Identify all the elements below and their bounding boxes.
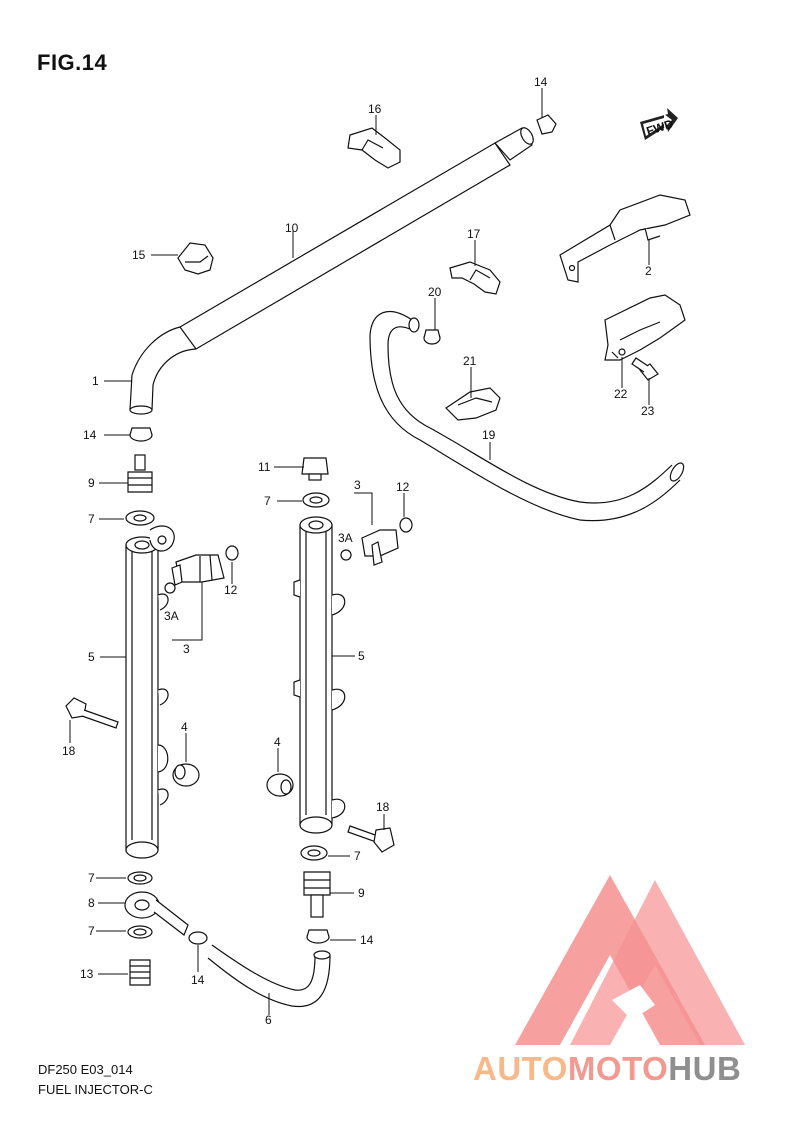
callout-14-left: 14 [83, 428, 97, 442]
callout-23: 23 [641, 404, 655, 418]
injector-3-left [164, 545, 239, 594]
callout-12-right: 12 [396, 480, 410, 494]
clip-14-bottom-left [188, 931, 208, 945]
clamp-16 [347, 127, 401, 169]
callout-5-right: 5 [358, 649, 365, 663]
fitting-11 [301, 457, 329, 481]
callout-11: 11 [258, 460, 271, 474]
callout-18-right: 18 [376, 800, 390, 814]
bolt-13 [129, 959, 151, 986]
banjo-8 [124, 891, 189, 936]
figure-code: DF250 E03_014 [38, 1062, 133, 1077]
watermark-logo [515, 875, 745, 1045]
callout-7-b: 7 [264, 494, 271, 508]
callout-8: 8 [88, 896, 95, 910]
callout-7-e: 7 [88, 924, 95, 938]
callout-12-left: 12 [224, 583, 238, 597]
figure-name: FUEL INJECTOR-C [38, 1082, 153, 1097]
clip-14-bottom-right [306, 929, 330, 944]
washer-7-a [125, 510, 155, 526]
bracket-22 [604, 294, 686, 361]
bolt-23 [631, 357, 659, 381]
callout-3-right: 3 [354, 478, 361, 492]
callout-4-right: 4 [274, 735, 281, 749]
washer-7-d [127, 871, 153, 885]
callout-2: 2 [645, 264, 652, 278]
bolt-18-left [65, 697, 119, 729]
grommet-4-left [172, 763, 200, 787]
callout-3A-right: 3A [338, 531, 353, 545]
fitting-9-bottom [303, 871, 331, 918]
callout-labels: 1 2 3 3 3A 3A 4 4 5 5 6 7 7 7 7 7 8 9 9 … [62, 75, 655, 1027]
clip-14-top [536, 114, 557, 135]
clamp-21 [445, 387, 501, 421]
callout-15: 15 [132, 248, 146, 262]
bolt-18-right [347, 825, 395, 853]
callout-1: 1 [92, 374, 99, 388]
clamp-17 [449, 261, 501, 295]
clip-14-left [129, 427, 153, 442]
watermark-hub: HUB [668, 1050, 741, 1087]
watermark-auto: AUTO [473, 1050, 568, 1087]
callout-20: 20 [428, 285, 442, 299]
figure-title: FIG.14 [37, 50, 108, 75]
fuel-rail-5-right [293, 516, 346, 834]
callout-7-a: 7 [88, 512, 95, 526]
callout-14-bottom-left: 14 [191, 973, 205, 987]
watermark-text: AUTOMOTOHUB [473, 1050, 741, 1087]
injector-3-right [340, 517, 413, 566]
callout-14-bottom-right: 14 [360, 933, 374, 947]
fitting-9-top [127, 454, 153, 493]
callout-19: 19 [482, 428, 496, 442]
callout-5-left: 5 [88, 650, 95, 664]
callout-7-c: 7 [354, 849, 361, 863]
callout-21: 21 [463, 354, 477, 368]
leader-lines [69, 88, 650, 1015]
callout-6: 6 [265, 1013, 272, 1027]
callout-7-d: 7 [88, 871, 95, 885]
washer-7-b [302, 492, 330, 508]
callout-14-top: 14 [534, 75, 548, 89]
callout-13: 13 [80, 967, 94, 981]
bracket-2 [559, 194, 691, 283]
callout-4-left: 4 [181, 720, 188, 734]
hose-19 [369, 311, 685, 522]
watermark-moto: MOTO [568, 1050, 668, 1087]
fuel-rail-5-left [125, 525, 175, 859]
fwd-arrow-icon: FWD [640, 108, 678, 140]
grommet-4-right [266, 773, 294, 797]
washer-7-e [127, 925, 153, 939]
callout-18-left: 18 [62, 744, 76, 758]
callout-3A-left: 3A [164, 609, 179, 623]
callout-22: 22 [614, 387, 628, 401]
washer-7-c [300, 845, 328, 861]
hose-6 [207, 944, 331, 1008]
callout-16: 16 [368, 102, 382, 116]
clip-20 [423, 329, 441, 345]
callout-9-bottom: 9 [358, 886, 365, 900]
callout-10: 10 [285, 221, 299, 235]
callout-3-left: 3 [183, 642, 190, 656]
hose-10 [179, 127, 534, 350]
clamp-15 [177, 242, 214, 275]
callout-9-top: 9 [88, 476, 95, 490]
callout-17: 17 [467, 227, 481, 241]
hose-1 [129, 326, 197, 415]
